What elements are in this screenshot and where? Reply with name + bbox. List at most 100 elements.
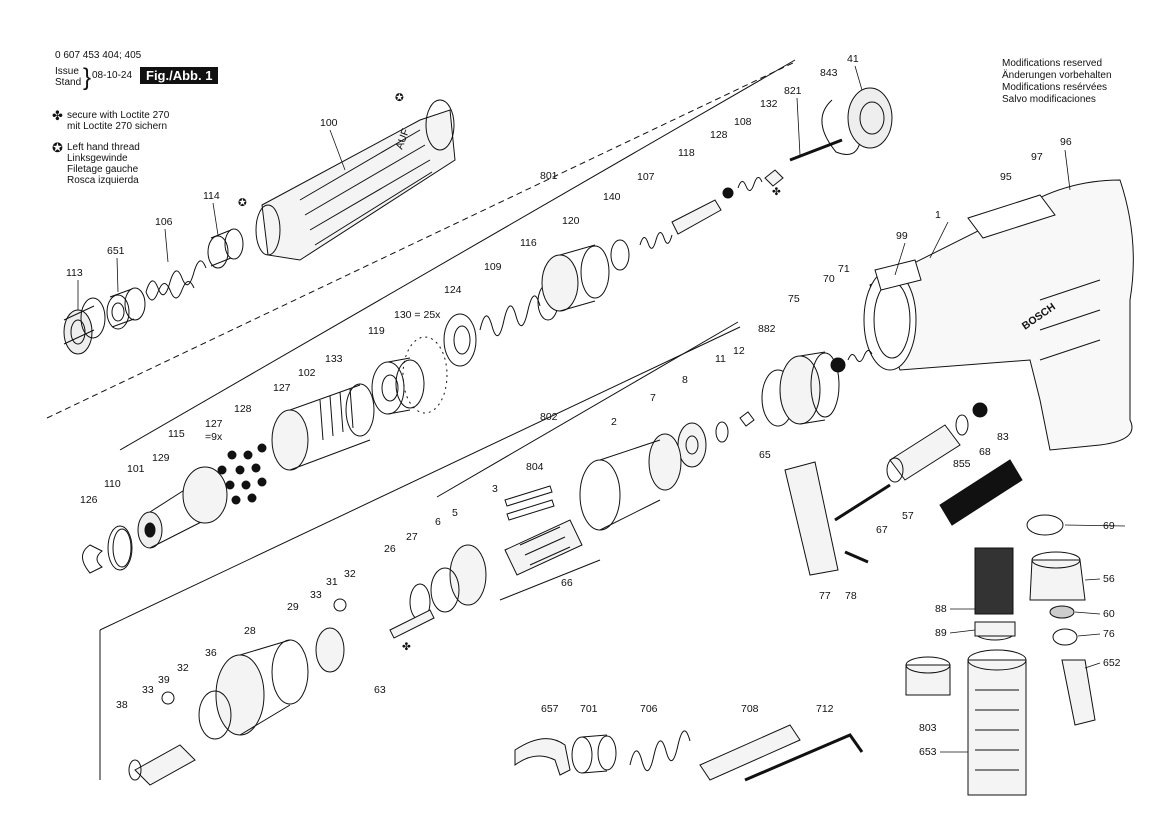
label-108: 108	[734, 116, 752, 128]
sleeve-part-120	[541, 244, 610, 312]
felt-part-88	[974, 547, 1014, 615]
pin-part-67	[834, 483, 891, 522]
key-part-66	[499, 559, 601, 601]
label-65: 65	[759, 449, 771, 461]
label-130: 130 = 25x	[394, 309, 441, 321]
label-28: 28	[244, 625, 256, 637]
vanes-part-804	[504, 485, 555, 521]
label-36: 36	[205, 647, 217, 659]
pin-part-78	[844, 550, 869, 564]
guide-part-77	[784, 461, 839, 576]
part-12	[739, 411, 755, 427]
part-number-labels: 100 114 106 651 113 843 41 821 132 108 1…	[66, 53, 1121, 758]
silencer-part-653	[967, 649, 1027, 796]
ring-part-110	[107, 525, 133, 571]
wrench-part-708	[699, 724, 801, 781]
label-7: 7	[650, 392, 656, 404]
label-2: 2	[611, 416, 617, 428]
bushing-part-114	[207, 228, 244, 269]
label-119: 119	[368, 325, 385, 337]
label-56: 56	[1103, 573, 1115, 585]
label-107: 107	[637, 171, 655, 183]
label-32-bottom: 32	[177, 662, 189, 674]
part-657	[514, 738, 571, 776]
planet-gear-part-39	[161, 691, 175, 705]
left-hand-thread-de: Linksgewinde	[67, 153, 128, 164]
bearing-part-36	[198, 690, 232, 740]
loctite-icon: ✤	[52, 108, 63, 123]
left-hand-thread-marker-icon: ✪	[238, 197, 247, 209]
label-882: 882	[758, 323, 776, 335]
label-88: 88	[935, 603, 947, 615]
label-60: 60	[1103, 608, 1115, 620]
o-ring-part-68	[955, 414, 969, 436]
label-127-9x: 127	[205, 418, 223, 430]
label-71: 71	[838, 263, 850, 275]
cylinder-part-75	[779, 351, 840, 425]
loctite-marker-icon: ✤	[402, 641, 411, 653]
cap-part-803	[905, 656, 951, 696]
label-32-top: 32	[344, 568, 356, 580]
label-99: 99	[896, 230, 908, 242]
bearing-part-6	[430, 567, 460, 613]
leader-lines	[77, 65, 1126, 753]
label-843: 843	[820, 67, 838, 79]
part-124	[443, 313, 477, 367]
label-128-top: 128	[710, 129, 728, 141]
label-66: 66	[561, 577, 573, 589]
left-hand-thread-icon: ✪	[52, 140, 63, 155]
label-653: 653	[919, 746, 937, 758]
upper-assembly-bracket	[46, 61, 796, 419]
label-708: 708	[741, 703, 759, 715]
label-8: 8	[682, 374, 688, 386]
clip-part-126	[82, 544, 103, 574]
valve-part-57	[886, 424, 961, 483]
label-140: 140	[603, 191, 621, 203]
figure-label: Fig./Abb. 1	[140, 67, 219, 84]
label-652: 652	[1103, 657, 1121, 669]
brace-symbol: }	[83, 64, 92, 91]
spindle-part-101	[137, 466, 228, 549]
label-41: 41	[847, 53, 859, 65]
hex-key-part-712	[744, 733, 864, 782]
left-hand-thread-es: Rosca izquierda	[67, 175, 139, 186]
label-57: 57	[902, 510, 914, 522]
label-27: 27	[406, 531, 418, 543]
label-127-top: 127	[273, 382, 291, 394]
main-housing-part-1: BOSCH	[863, 179, 1134, 451]
o-ring-part-69	[1026, 514, 1064, 536]
part-11	[715, 421, 729, 443]
planet-carrier-part-29	[315, 627, 345, 673]
notice-es: Salvo modificaciones	[1002, 94, 1096, 105]
label-109: 109	[484, 261, 502, 273]
label-855: 855	[953, 458, 971, 470]
spring-part-108	[737, 177, 763, 191]
sleeve-part-651	[106, 287, 146, 330]
document-number: 0 607 453 404; 405	[55, 50, 142, 61]
label-124: 124	[444, 284, 462, 296]
label-33-top: 33	[310, 589, 322, 601]
issue-date: 08-10-24	[92, 70, 133, 81]
spring-part-109	[479, 295, 541, 336]
label-75: 75	[788, 293, 800, 305]
pin-part-821	[789, 138, 843, 162]
label-39: 39	[158, 674, 170, 686]
diagram-symbols: ✪ ✪ ✤ ✤	[238, 92, 781, 653]
loctite-marker-icon: ✤	[772, 186, 781, 198]
issue-label: Issue	[55, 66, 79, 77]
sleeve-part-701	[571, 734, 617, 774]
label-804: 804	[526, 461, 544, 473]
label-78: 78	[845, 590, 857, 602]
label-70: 70	[823, 273, 835, 285]
stand-label: Stand	[55, 77, 82, 88]
label-803: 803	[919, 722, 937, 734]
label-29: 29	[287, 601, 299, 613]
notice-de: Änderungen vorbehalten	[1002, 70, 1112, 81]
o-ring-part-140	[610, 239, 630, 271]
label-100: 100	[320, 117, 338, 129]
nut-part-76	[1052, 628, 1078, 646]
label-801: 801	[540, 170, 558, 182]
label-106: 106	[155, 216, 173, 228]
left-hand-thread-en: Left hand thread	[67, 142, 140, 153]
